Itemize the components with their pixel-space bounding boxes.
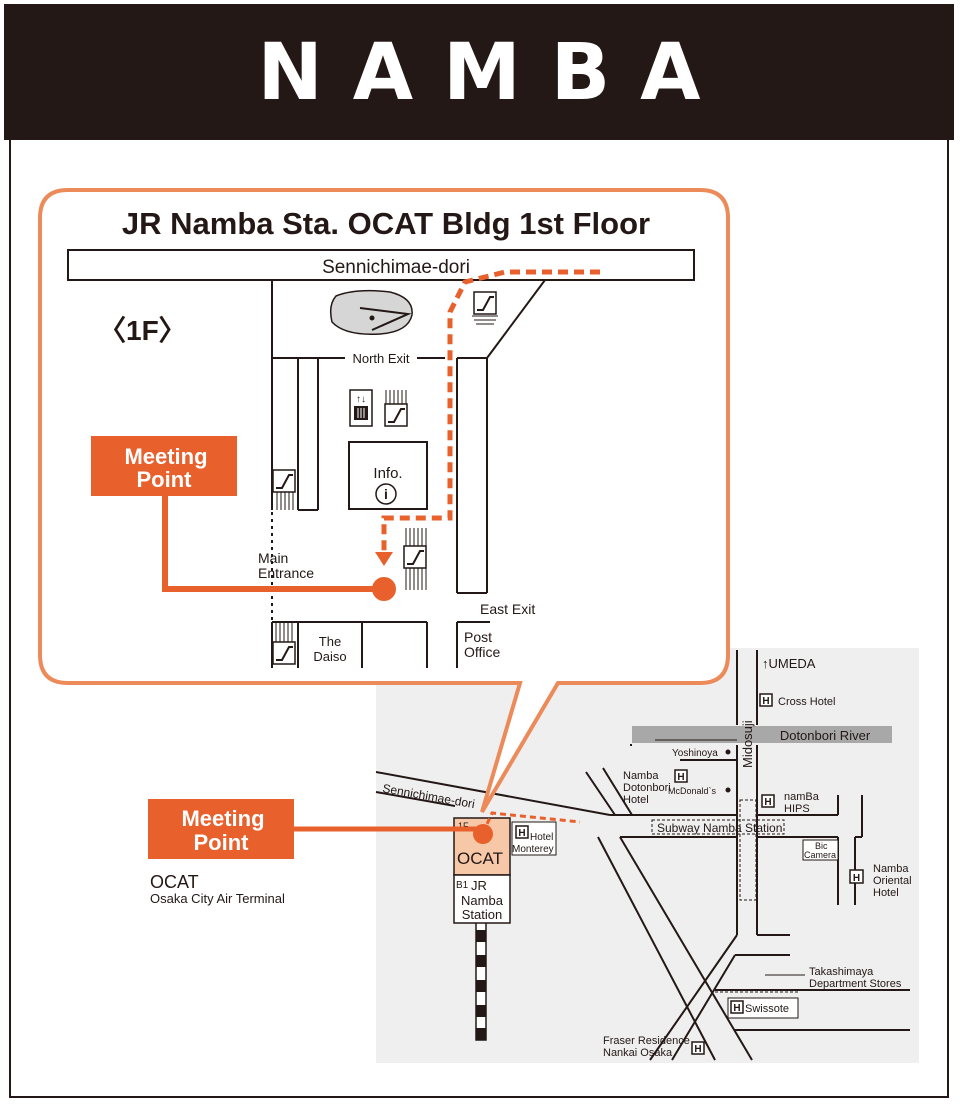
page-title: NAMBA bbox=[257, 28, 731, 118]
callout-title: JR Namba Sta. OCAT Bldg 1st Floor bbox=[122, 206, 650, 241]
jr-label-1: JR bbox=[471, 878, 487, 893]
midosuji-road bbox=[736, 650, 758, 935]
river-label: Dotonbori River bbox=[780, 728, 871, 743]
area-meeting-point-label-2: Point bbox=[194, 830, 250, 855]
svg-text:H: H bbox=[762, 696, 769, 707]
hotel-icon bbox=[849, 869, 864, 884]
main-entrance-label-1: Main bbox=[258, 550, 288, 566]
mcdonalds-marker bbox=[725, 787, 731, 793]
header-bar bbox=[4, 4, 954, 140]
escalator-icon bbox=[272, 622, 296, 665]
namba-oriental-label-1: Namba bbox=[873, 863, 909, 875]
floor-plan-walls bbox=[271, 279, 546, 668]
hotel-icon bbox=[759, 693, 773, 707]
svg-text:H: H bbox=[677, 772, 684, 783]
hotel-icon bbox=[515, 825, 529, 839]
meeting-point-badge bbox=[91, 436, 237, 496]
swissotel bbox=[727, 997, 799, 1019]
hotel-monterey-label-2: Monterey bbox=[512, 844, 554, 855]
namba-hips-label-1: namBa bbox=[784, 791, 820, 803]
ocat-subtitle: Osaka City Air Terminal bbox=[150, 891, 285, 906]
diagonal-roads bbox=[585, 739, 910, 1061]
daiso-label-1: The bbox=[319, 634, 341, 649]
cross-hotel-label: Cross Hotel bbox=[778, 696, 835, 708]
main-entrance-label-2: Entrance bbox=[258, 565, 314, 581]
post-office-label-1: Post bbox=[464, 629, 492, 645]
hotel-icon bbox=[674, 769, 688, 783]
fraser-label-1: Fraser Residence bbox=[603, 1035, 690, 1047]
escalator-icon bbox=[472, 291, 498, 325]
meeting-point-leader bbox=[162, 495, 384, 592]
area-meeting-point-badge bbox=[148, 799, 294, 859]
dotonbori-river bbox=[632, 726, 892, 743]
elevator-icon: ↑↓ bbox=[349, 389, 373, 427]
hotel-icon bbox=[730, 1000, 744, 1014]
namba-oriental-label-3: Hotel bbox=[873, 887, 899, 899]
jr-namba-station-building bbox=[453, 874, 511, 924]
info-icon bbox=[375, 483, 397, 505]
fraser-label-2: Nankai Osaka bbox=[603, 1047, 673, 1059]
street-label: Sennichimae-dori bbox=[322, 257, 470, 278]
hotel-icon bbox=[691, 1041, 705, 1055]
area-meeting-point-label-1: Meeting bbox=[181, 806, 264, 831]
takashimaya-label-1: Takashimaya bbox=[809, 966, 874, 978]
mcdonalds-label: McDonald`s bbox=[668, 786, 717, 796]
svg-text:H: H bbox=[694, 1044, 701, 1055]
jr-railway bbox=[475, 921, 487, 1041]
floor-label: 〈1F〉 bbox=[98, 315, 187, 346]
route-dashed-line bbox=[381, 269, 600, 555]
info-label: Info. bbox=[373, 465, 402, 482]
namba-dotonbori-label-2: Dotonbori bbox=[623, 782, 671, 794]
meeting-point-label-1: Meeting bbox=[124, 444, 207, 469]
escalator-icon bbox=[272, 469, 296, 510]
daiso-label-2: Daiso bbox=[313, 649, 346, 664]
meeting-point-label-2: Point bbox=[137, 467, 193, 492]
bic-camera-label-1: Bic bbox=[815, 841, 828, 851]
umeda-label: ↑UMEDA bbox=[762, 656, 816, 671]
svg-text:H: H bbox=[733, 1003, 740, 1014]
bic-camera bbox=[802, 839, 839, 861]
takashimaya-label-2: Department Stores bbox=[809, 978, 902, 990]
yoshinoya-label: Yoshinoya bbox=[672, 748, 718, 759]
escalator-icon bbox=[403, 528, 427, 590]
area-route-dashed bbox=[481, 811, 581, 834]
subway-station-label: Subway Namba Station bbox=[657, 821, 782, 835]
svg-text:↑↓: ↑↓ bbox=[356, 394, 366, 405]
jr-floor-b1: B1 bbox=[456, 880, 469, 891]
yoshinoya-marker bbox=[725, 749, 731, 755]
hotel-monterey-label-1: Hotel bbox=[530, 832, 553, 843]
svg-text:i: i bbox=[384, 486, 388, 502]
post-office-label-2: Office bbox=[464, 644, 501, 660]
jr-label-2: Namba bbox=[461, 893, 504, 908]
svg-text:H: H bbox=[518, 828, 525, 839]
hotel-icon bbox=[761, 794, 775, 808]
midosuji-label: Midosuji bbox=[740, 720, 755, 768]
street-bar bbox=[67, 249, 695, 281]
svg-text:H: H bbox=[764, 797, 771, 808]
swissotel-label: Swissote bbox=[745, 1003, 789, 1015]
svg-text:H: H bbox=[853, 873, 860, 884]
ocat-building-label: OCAT bbox=[457, 849, 503, 868]
map-frame bbox=[9, 140, 949, 1098]
ocat-floor-1f: 1F bbox=[458, 821, 469, 831]
subway-station-box bbox=[651, 819, 785, 835]
namba-dotonbori-label-3: Hotel bbox=[623, 794, 649, 806]
bic-camera-label-2: Camera bbox=[804, 850, 836, 860]
sculpture-icon bbox=[329, 289, 413, 335]
jr-label-3: Station bbox=[462, 907, 502, 922]
subway-line bbox=[739, 799, 757, 901]
area-map: Dotonbori River Midosuji Subway Namba St… bbox=[375, 648, 919, 1063]
namba-dotonbori-label-1: Namba bbox=[623, 770, 659, 782]
area-meeting-dot bbox=[473, 824, 493, 844]
namba-oriental-label-2: Oriental bbox=[873, 875, 912, 887]
route-arrow-icon bbox=[375, 552, 393, 566]
ocat-title: OCAT bbox=[150, 872, 199, 892]
north-exit-label: North Exit bbox=[352, 351, 409, 366]
escalator-icon bbox=[384, 390, 408, 427]
meeting-point-dot bbox=[372, 577, 396, 601]
east-exit-label: East Exit bbox=[480, 601, 535, 617]
namba-hips-label-2: HIPS bbox=[784, 803, 810, 815]
